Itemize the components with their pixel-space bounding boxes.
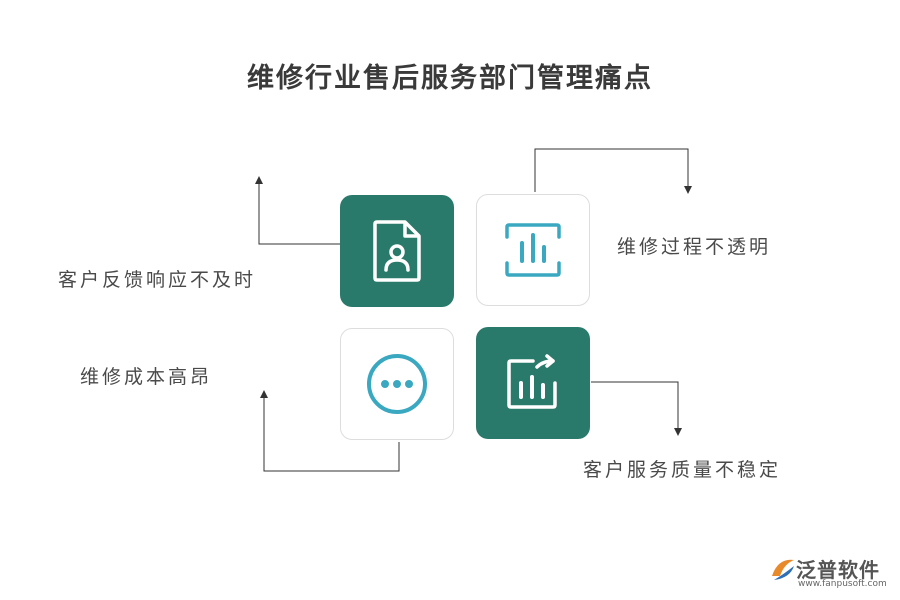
connector-top-right [534,148,692,194]
connector-bottom-left [260,390,400,472]
document-user-icon [373,220,421,282]
brand-logo: 泛普软件 www.fanpusoft.com [768,552,894,596]
chart-trend-icon [507,354,557,409]
label-customer-feedback: 客户反馈响应不及时 [58,269,257,291]
brand-url: www.fanpusoft.com [798,579,887,589]
tile-customer-feedback [340,195,454,307]
connector-bottom-right [591,381,682,436]
bar-chart-frame-icon [505,223,561,277]
tile-repair-cost [340,328,454,440]
label-process-transparency: 维修过程不透明 [617,236,772,258]
tile-process-transparency [476,194,590,306]
brand-name: 泛普软件 [796,558,880,582]
tile-service-quality [476,327,590,439]
more-dots-icon [367,354,427,414]
connector-top-left [255,176,340,245]
label-service-quality: 客户服务质量不稳定 [583,459,782,481]
brand-mark-icon [772,559,794,580]
page-title: 维修行业售后服务部门管理痛点 [247,63,653,94]
label-repair-cost: 维修成本高昂 [80,366,213,388]
